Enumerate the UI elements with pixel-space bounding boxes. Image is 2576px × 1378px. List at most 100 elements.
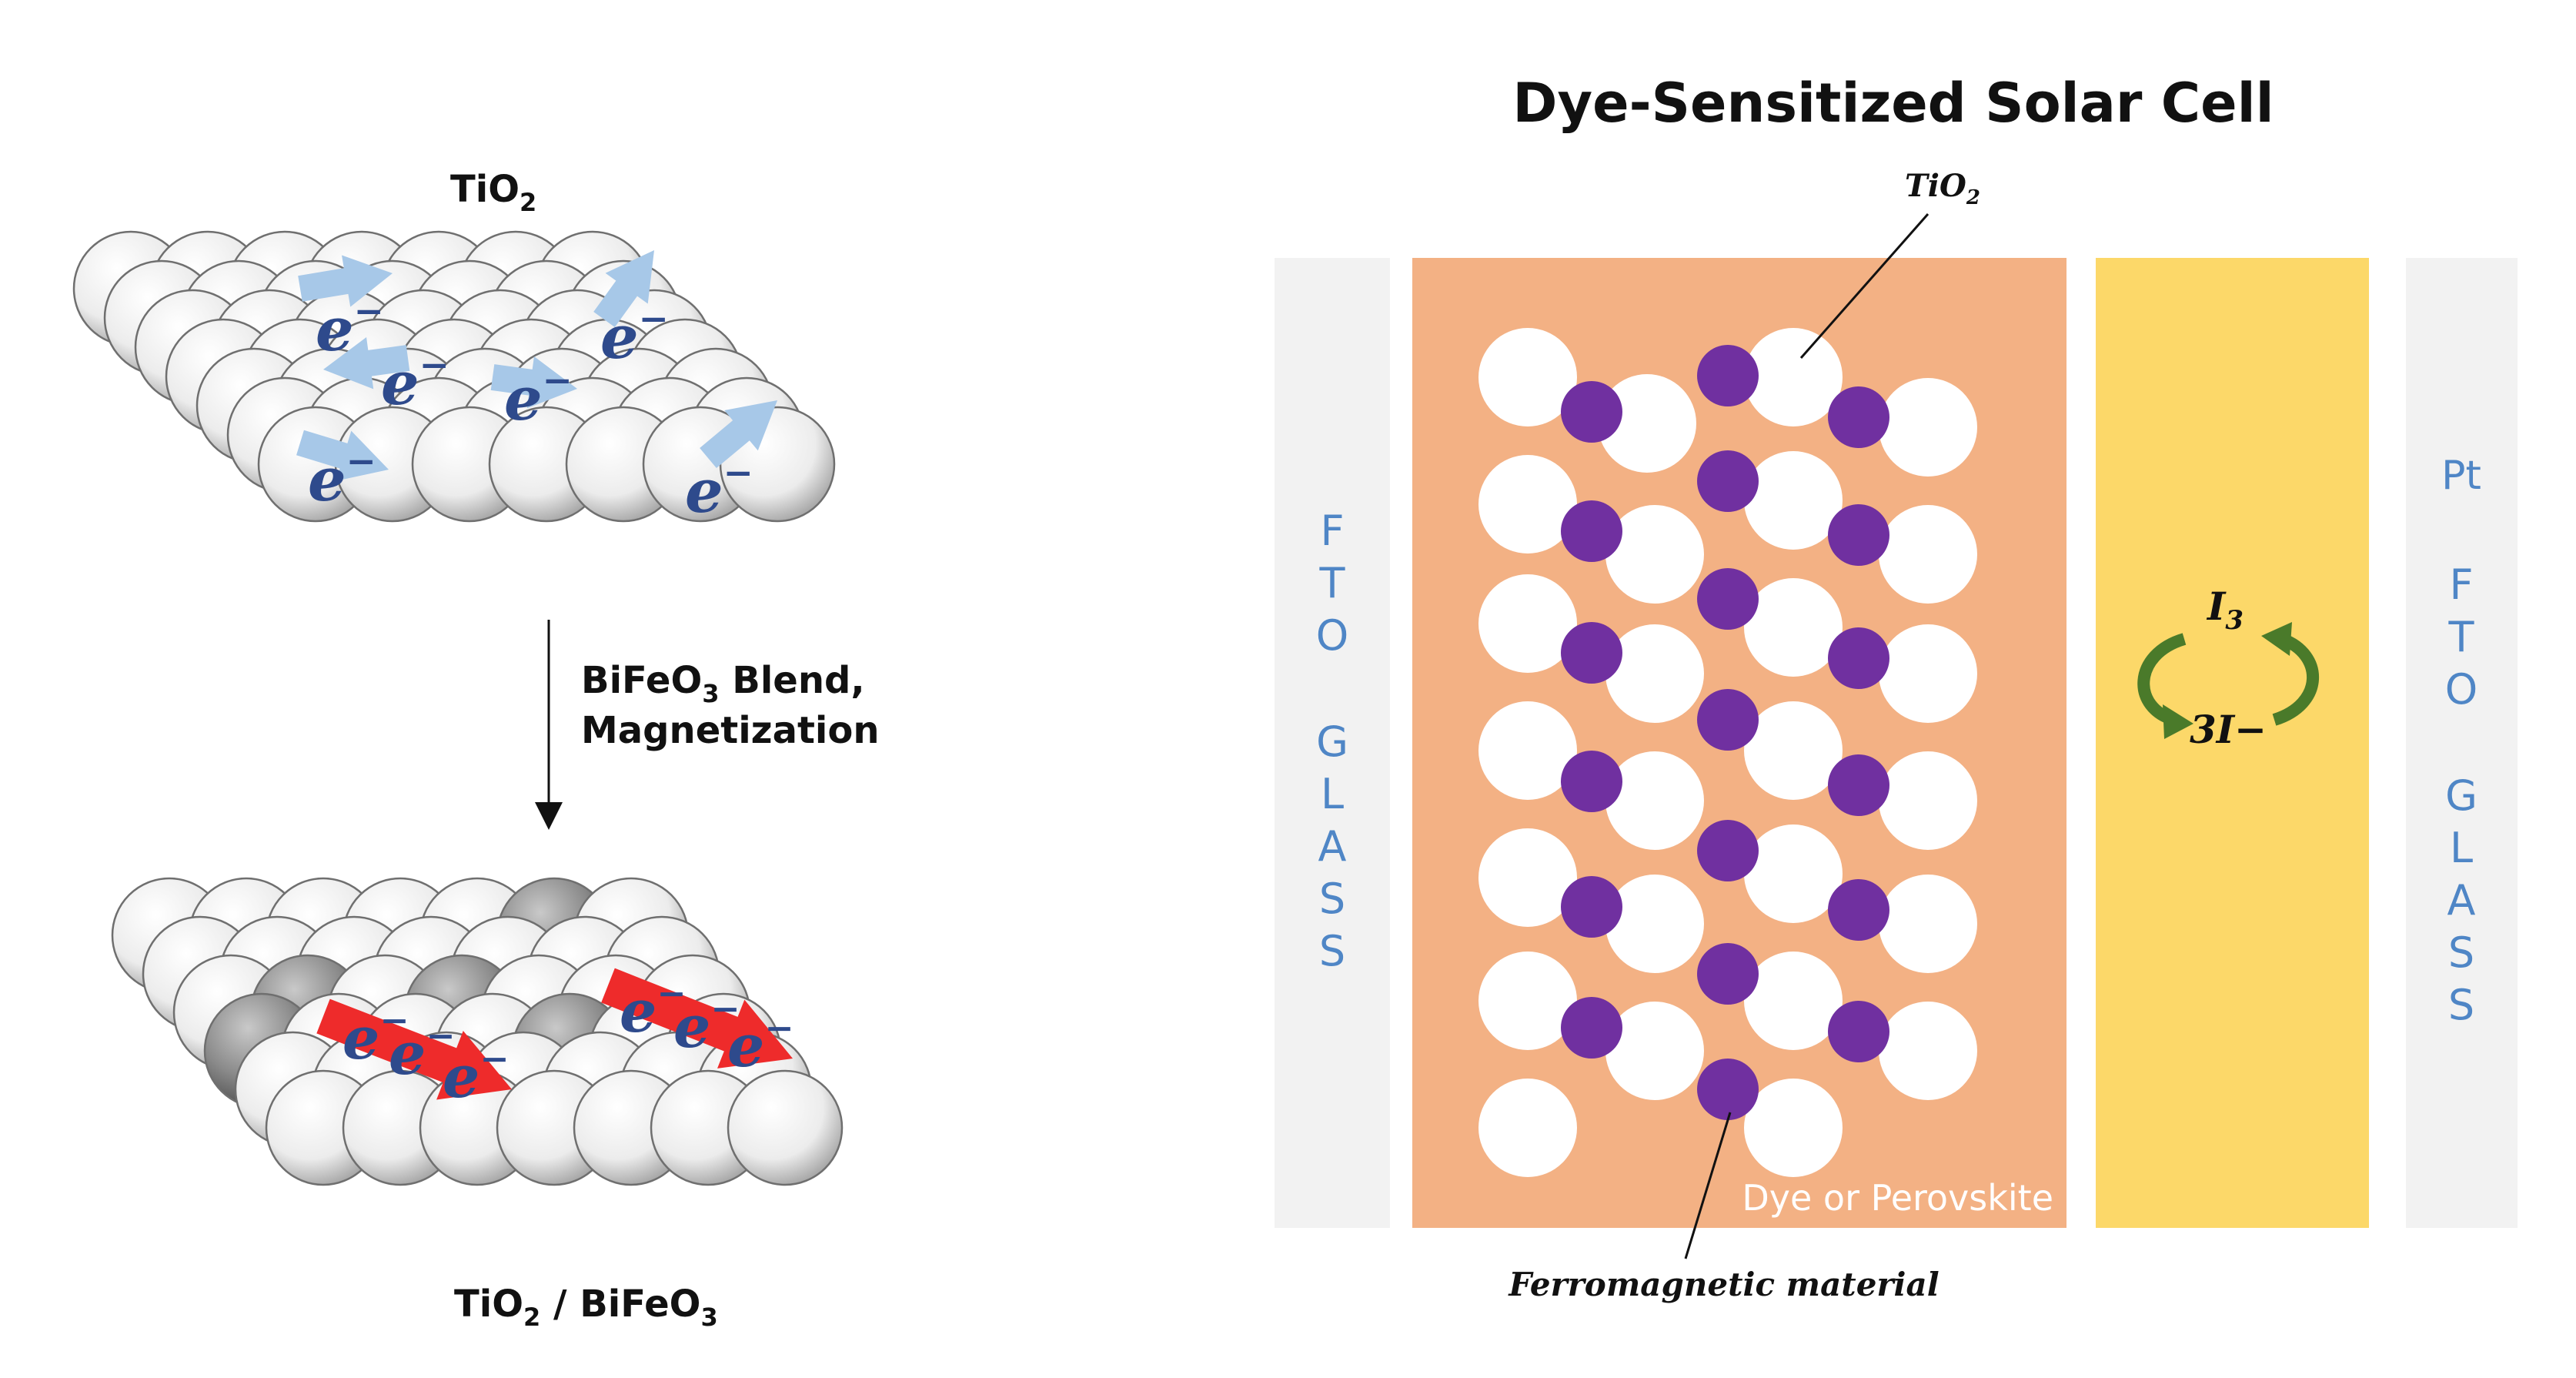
magnetized-arrow-1 (316, 998, 513, 1100)
ferromagnetic-particle (1561, 751, 1622, 812)
electron-arrow-4-shape (593, 250, 654, 327)
right-glass-letter-4: L (2450, 824, 2473, 872)
right-glass-letter-1: T (2448, 613, 2475, 661)
electron-e: e (389, 1019, 426, 1088)
tio2-top-base: TiO (450, 168, 520, 211)
left-panel: TiO2 e−e−e−e−e−e− BiFeO3 Blend, Magnetiz… (72, 168, 880, 1332)
electron-charge: − (764, 1007, 794, 1049)
electron-charge: − (710, 988, 740, 1029)
left-glass-letter-1: T (1319, 559, 1346, 607)
electron-e: e (600, 303, 639, 373)
tio2-particle (1605, 505, 1704, 604)
i3-sub: 3 (2225, 605, 2244, 636)
electron-e: e (342, 1004, 379, 1072)
tio2-particle (1744, 952, 1843, 1050)
ferromagnetic-particle (1697, 345, 1759, 406)
tio2-particle (1879, 751, 1977, 850)
electron-symbol: e− (600, 298, 669, 373)
ferromagnetic-particle (1828, 627, 1889, 689)
electron-charge: − (543, 360, 573, 402)
electron-charge: − (354, 290, 384, 333)
left-glass-letter-7: S (1319, 927, 1345, 975)
right-glass-letter-3: G (2445, 771, 2477, 820)
electron-e: e (685, 457, 723, 527)
tio2-particle-label: TiO2 (1905, 168, 1980, 209)
tio2-particle (1605, 624, 1704, 723)
tio2-particle (1478, 1079, 1577, 1177)
right-glass-letter-0: F (2449, 560, 2473, 609)
redox-cycle-arrow-right (2272, 633, 2319, 726)
ferromagnetic-particle (1561, 997, 1622, 1059)
tio2-particle (1879, 505, 1977, 604)
redox-cycle-arrow-left (2137, 633, 2187, 726)
tio2-particle (1478, 574, 1577, 673)
bifeo3-bottom-base: / BiFeO (540, 1283, 700, 1326)
electron-arrow-1 (298, 255, 393, 307)
tio2-particle (1879, 624, 1977, 723)
electron-arrow-5-shape (296, 430, 389, 481)
cell-title: Dye-Sensitized Solar Cell (1512, 72, 2274, 135)
tio2-particle (1598, 374, 1696, 473)
left-glass-letter-6: S (1319, 875, 1345, 923)
electron-charge: − (723, 452, 753, 494)
electron-symbol: e− (308, 440, 376, 515)
electron-arrow-5 (296, 430, 389, 481)
right-glass-letter-2: O (2445, 665, 2478, 714)
bifeo3-sub: 3 (702, 679, 719, 708)
ferromagnetic-particle (1828, 504, 1889, 566)
bifeo3-bottom-sub: 3 (700, 1303, 717, 1332)
redox-cycle-arrow-right-head (2261, 622, 2292, 656)
ferromagnetic-pointer-line (1684, 1112, 1732, 1259)
left-fto-glass (1275, 258, 1390, 1228)
tio2-top-sub: 2 (520, 188, 536, 217)
electron-symbol: e− (389, 1015, 456, 1088)
ferromagnetic-particle (1828, 879, 1889, 941)
tio2-particle (1744, 451, 1843, 550)
electron-arrow-6-shape (700, 400, 778, 469)
i-minus-label: 3I− (2190, 707, 2267, 752)
tio2-particle (1744, 1079, 1843, 1177)
right-fto-glass (2406, 258, 2518, 1228)
electron-symbol: e− (381, 344, 449, 419)
electron-arrow-6 (700, 400, 778, 469)
ferromagnetic-particle (1561, 876, 1622, 938)
ferromagnetic-particle (1697, 568, 1759, 630)
left-glass-letter-4: L (1321, 770, 1344, 818)
tio2-particle (1605, 875, 1704, 973)
tio2-particle (1478, 828, 1577, 927)
electron-symbol: e− (620, 972, 687, 1045)
electron-symbol: e− (727, 1007, 794, 1080)
electron-arrows-bottom: e−e−e−e−e−e− (316, 968, 794, 1111)
magnetized-arrow-2 (601, 968, 793, 1069)
blend-text: Blend, (720, 659, 865, 702)
electron-charge: − (639, 298, 669, 340)
tio2-particle (1744, 701, 1843, 800)
ferromagnetic-label: Ferromagnetic material (1508, 1266, 1939, 1303)
ferromagnetic-particle (1828, 1001, 1889, 1062)
ferromagnetic-particle (1697, 450, 1759, 512)
left-glass-letter-3: G (1316, 717, 1348, 766)
electron-arrow-3-shape (490, 356, 577, 409)
ferromagnetic-particle (1561, 500, 1622, 562)
ferromagnetic-particle (1561, 381, 1622, 443)
tio2-particle-base: TiO (1905, 168, 1966, 204)
tio2-particle (1744, 328, 1843, 426)
redox-cycle-arrow-left-head (2163, 704, 2193, 739)
tio2-particle (1879, 875, 1977, 973)
electron-symbol: e− (316, 290, 384, 365)
tio2-particle (1478, 328, 1577, 426)
electron-arrow-1-shape (298, 255, 393, 307)
tio2-particle (1879, 378, 1977, 477)
electron-charge: − (479, 1038, 509, 1079)
tio2-bottom-base: TiO (454, 1283, 523, 1326)
magnetized-arrow-2-shape (601, 968, 793, 1069)
tio2-particle-sub: 2 (1966, 186, 1980, 209)
electron-arrow-2-shape (323, 337, 410, 390)
electron-charge: − (657, 972, 686, 1014)
tio2-sphere (727, 1069, 844, 1186)
i3-label: I3 (2206, 584, 2244, 636)
ferromagnetic-particle (1828, 754, 1889, 816)
